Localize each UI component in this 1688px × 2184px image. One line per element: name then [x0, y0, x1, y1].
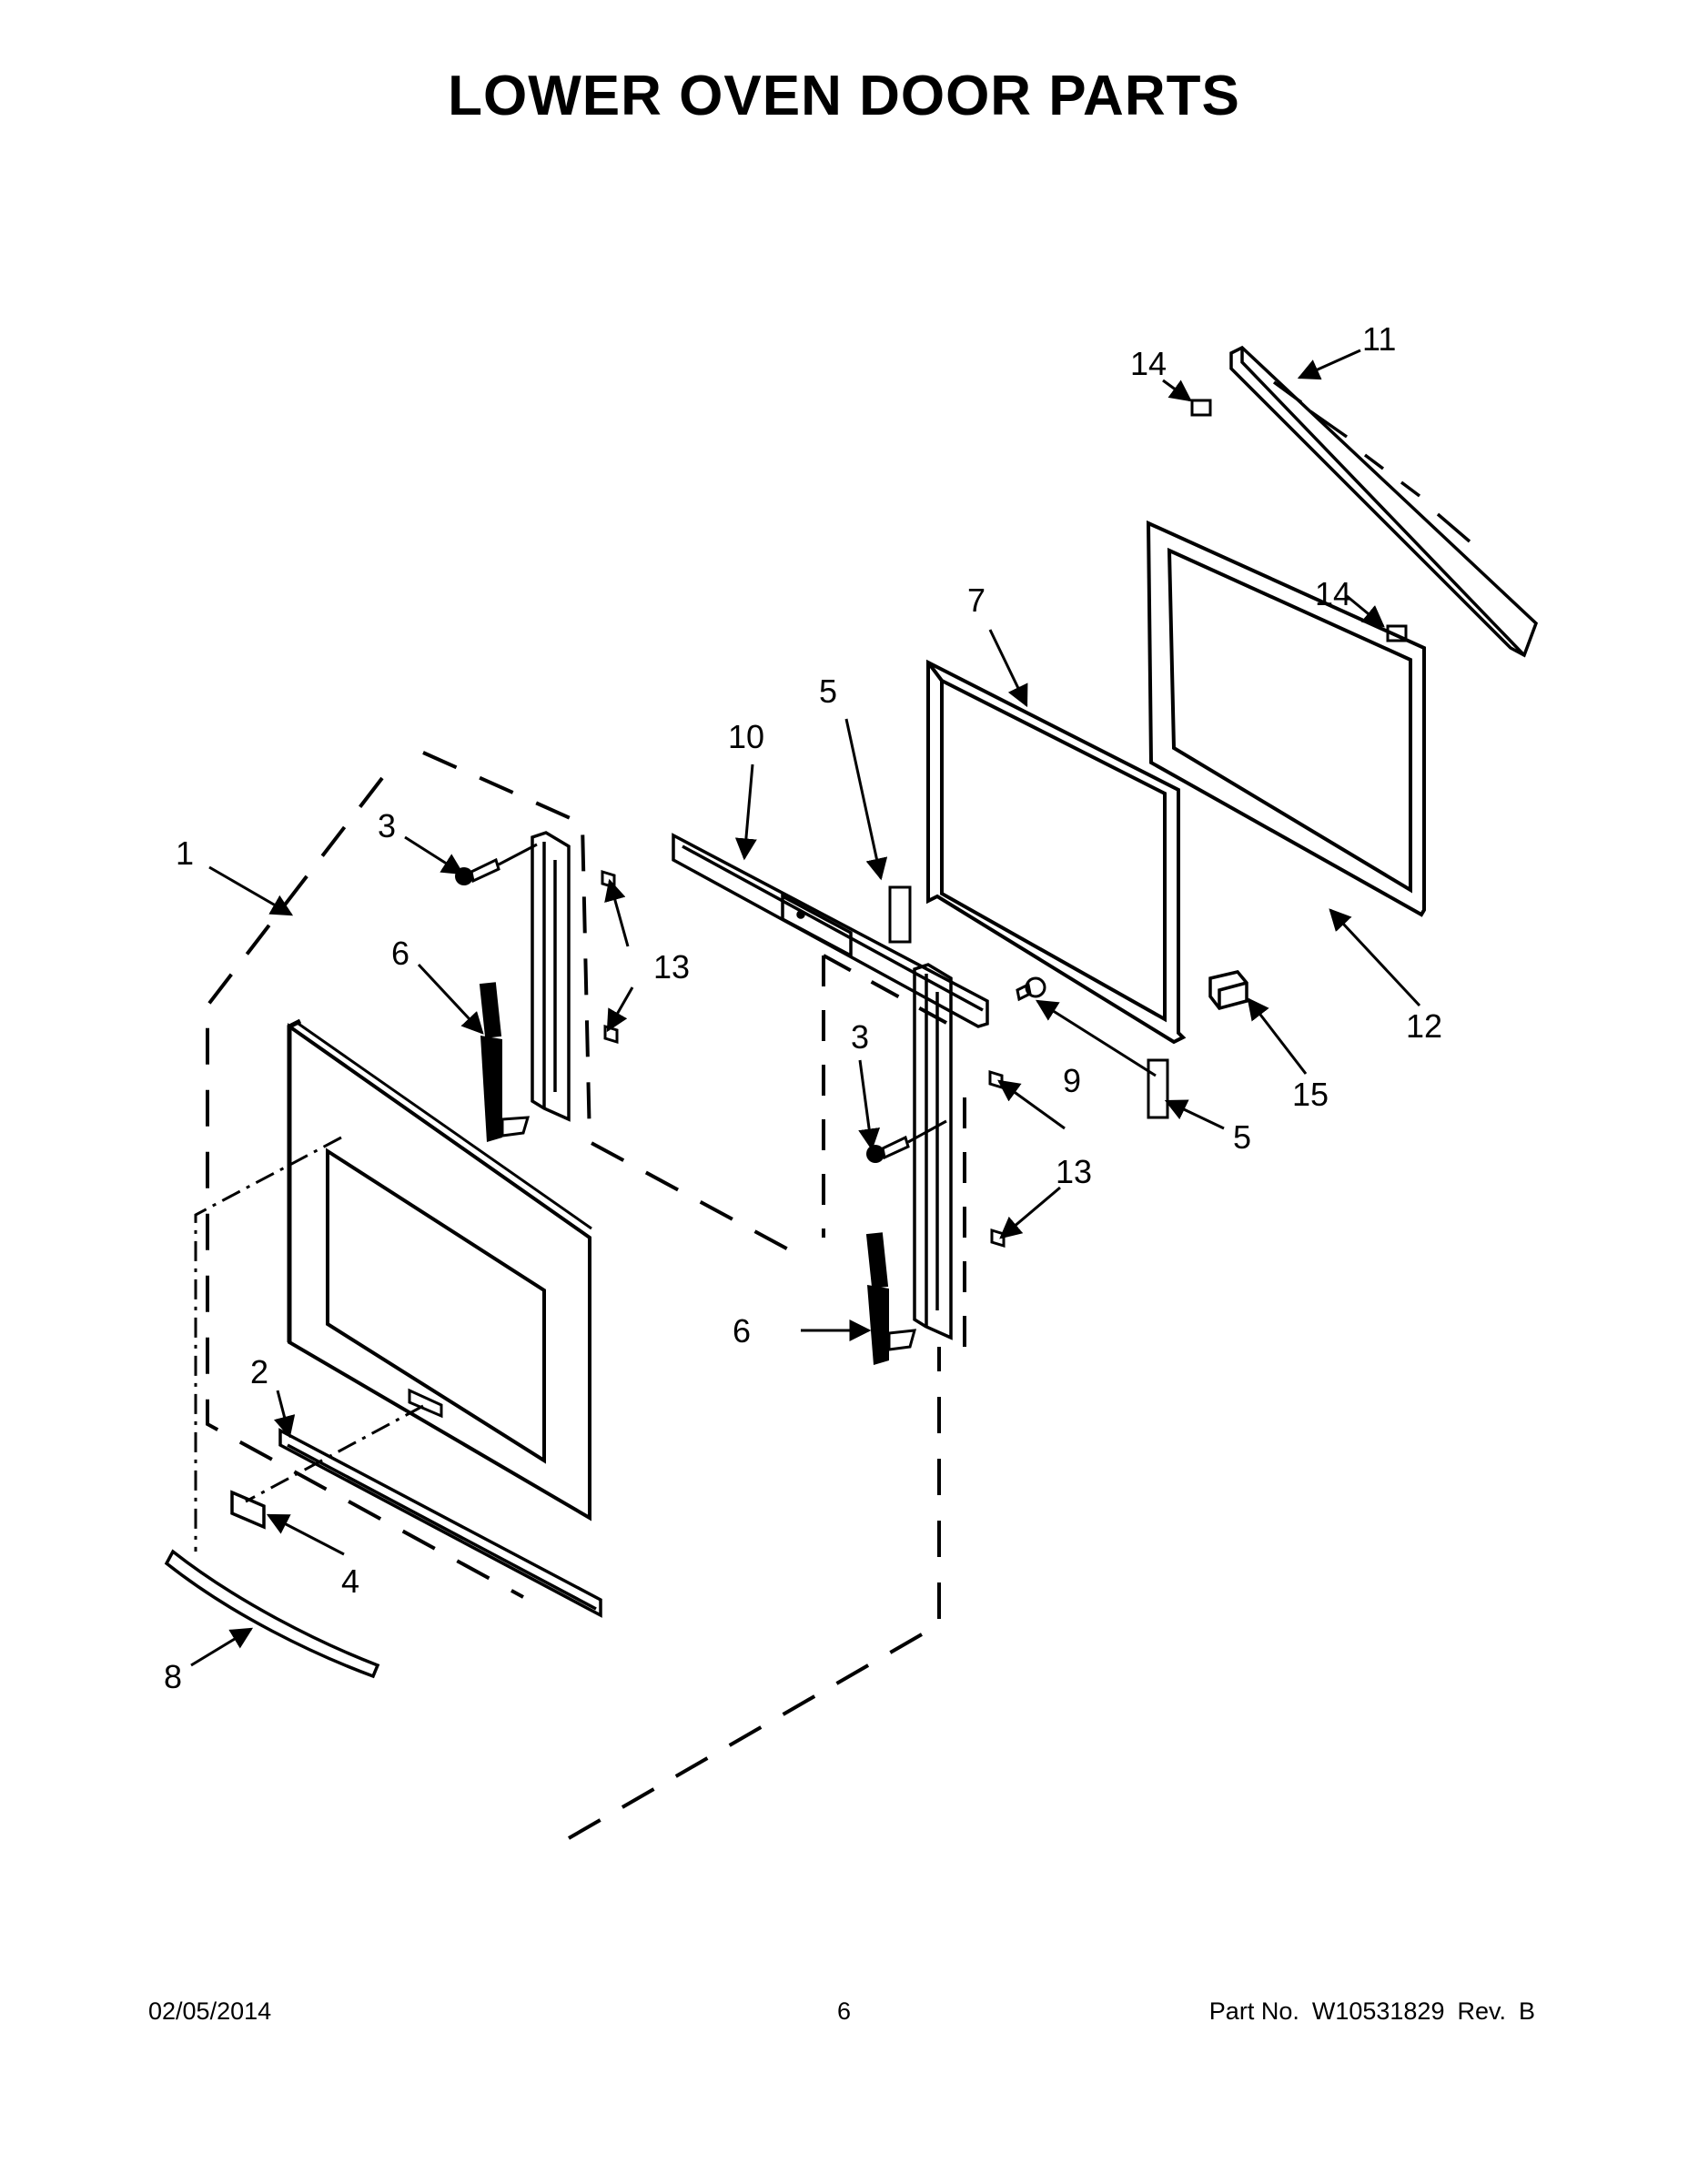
insulation-pad-lower	[1147, 1058, 1169, 1119]
rev-value: B	[1518, 1997, 1535, 2025]
callout-14-left: 14	[1130, 345, 1167, 382]
pads-14	[1190, 399, 1408, 642]
footer-part-number: Part No. W10531829 Rev. B	[1209, 1997, 1535, 2026]
vent-bar	[1229, 345, 1539, 658]
bottom-trim-strip	[278, 1428, 602, 1618]
page-title: LOWER OVEN DOOR PARTS	[448, 65, 1240, 127]
insulation-pad-upper	[888, 885, 912, 944]
callout-1: 1	[176, 834, 194, 872]
callout-11: 11	[1362, 320, 1396, 358]
inner-glass-panel	[1146, 520, 1426, 917]
door-assembly-outline-right	[822, 954, 966, 1347]
callout-5-lower: 5	[1233, 1118, 1251, 1156]
callout-15: 15	[1292, 1076, 1329, 1113]
callout-4: 4	[341, 1562, 359, 1600]
rev-label: Rev.	[1457, 1997, 1506, 2025]
callout-13-upper: 13	[653, 948, 690, 986]
leader-lines	[190, 349, 1421, 1667]
hinge-left	[479, 982, 531, 1142]
screw-right	[866, 1119, 947, 1163]
callout-13-lower: 13	[1056, 1153, 1092, 1190]
screw-left	[455, 843, 538, 885]
door-handle	[164, 1549, 380, 1679]
door-assembly-outline	[206, 751, 941, 1840]
callout-3-right: 3	[851, 1018, 869, 1056]
callout-7: 7	[967, 581, 986, 619]
alignment-lines	[194, 1136, 424, 1552]
callout-8: 8	[164, 1658, 182, 1695]
callout-10: 10	[728, 718, 764, 755]
hinge-right	[865, 1232, 917, 1365]
callout-12: 12	[1406, 1007, 1442, 1045]
hinge-channel-left	[531, 831, 571, 1122]
clips-right	[988, 1069, 1006, 1249]
trim-bar	[672, 833, 989, 1028]
callout-2: 2	[250, 1353, 268, 1390]
label-part	[230, 1490, 266, 1530]
outer-door-panel	[287, 1018, 592, 1522]
callout-3-left: 3	[378, 807, 396, 844]
hinge-channel-right	[913, 963, 953, 1340]
callout-6-left: 6	[391, 935, 409, 972]
door-switch	[1208, 970, 1248, 1010]
footer-date: 02/05/2014	[148, 1997, 272, 2025]
callout-labels: 1 3 6 13 10 5 7 14 11 14 3 9 12 15 5 13 …	[164, 320, 1442, 1695]
callout-6-right: 6	[733, 1312, 751, 1350]
part-number: W10531829	[1311, 1997, 1445, 2025]
callout-9: 9	[1063, 1062, 1081, 1099]
door-handle-slot	[408, 1388, 443, 1419]
inner-door-frame	[926, 659, 1187, 1045]
part-label: Part No.	[1208, 1997, 1299, 2025]
footer-page-number: 6	[836, 1997, 852, 2025]
screw-9	[1016, 976, 1046, 1002]
callout-14-right: 14	[1315, 575, 1351, 612]
callout-5-upper: 5	[819, 672, 837, 710]
